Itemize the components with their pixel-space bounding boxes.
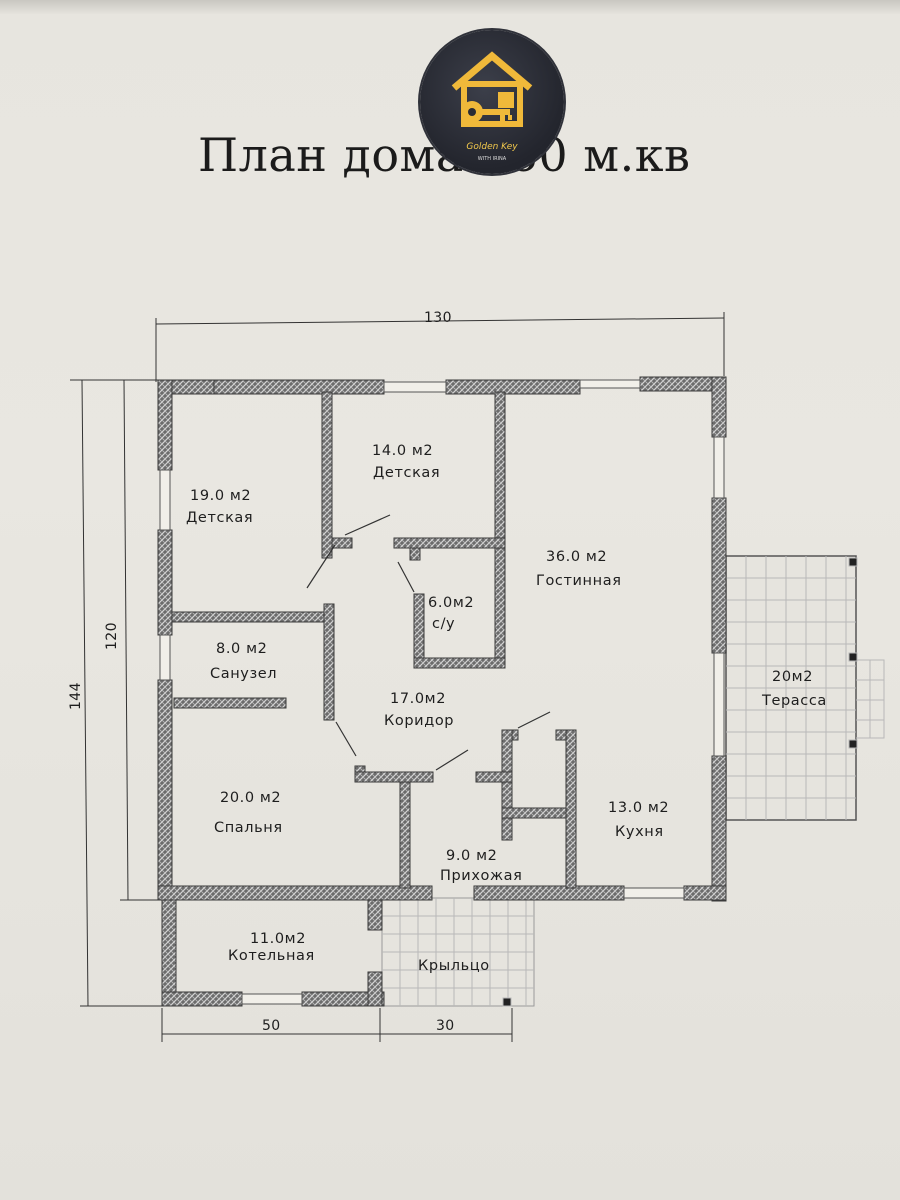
dim-top: 130: [424, 310, 452, 326]
room-name-kitchen: Кухня: [615, 824, 664, 840]
room-area-terrace: 20м2: [772, 669, 813, 685]
room-area-corridor: 17.0м2: [390, 691, 446, 707]
page-edge: [0, 0, 900, 14]
room-name-porch: Крыльцо: [418, 958, 490, 974]
terrace-grid: [725, 555, 885, 821]
dim-left-inner: 120: [104, 622, 120, 650]
dim-bottom-left: 50: [262, 1018, 281, 1034]
walls: [157, 376, 727, 1007]
room-name-bedroom: Спальня: [214, 820, 283, 836]
dimension-lines: [70, 312, 725, 1042]
room-area-kitchen: 13.0 м2: [608, 800, 669, 816]
room-name-nursery-2: Детская: [373, 465, 440, 481]
dim-bottom-right: 30: [436, 1018, 455, 1034]
room-area-living: 36.0 м2: [546, 549, 607, 565]
room-area-hall: 9.0 м2: [446, 848, 497, 864]
door-lines: [306, 514, 551, 771]
logo: Golden Key WITH IRINA: [420, 30, 564, 174]
logo-subtitle: WITH IRINA: [477, 156, 507, 162]
room-name-boiler: Котельная: [228, 948, 315, 964]
room-area-bathroom: 8.0 м2: [216, 641, 267, 657]
room-name-bathroom: Санузел: [210, 666, 277, 682]
room-area-nursery-1: 19.0 м2: [190, 488, 251, 504]
room-name-hall: Прихожая: [440, 868, 522, 884]
logo-brand: Golden Key: [466, 142, 518, 152]
room-area-boiler: 11.0м2: [250, 931, 306, 947]
room-area-nursery-2: 14.0 м2: [372, 443, 433, 459]
room-area-wc: 6.0м2: [428, 595, 474, 611]
porch-grid: [381, 897, 535, 1007]
room-name-terrace: Терасса: [761, 693, 827, 709]
room-name-corridor: Коридор: [384, 713, 454, 729]
windows: [159, 379, 725, 1005]
house-key-icon: [451, 51, 533, 127]
room-name-nursery-1: Детская: [186, 510, 253, 526]
room-area-bedroom: 20.0 м2: [220, 790, 281, 806]
room-name-wc: с/у: [432, 616, 455, 632]
room-name-living: Гостинная: [536, 573, 622, 589]
dim-left-outer: 144: [68, 682, 84, 710]
